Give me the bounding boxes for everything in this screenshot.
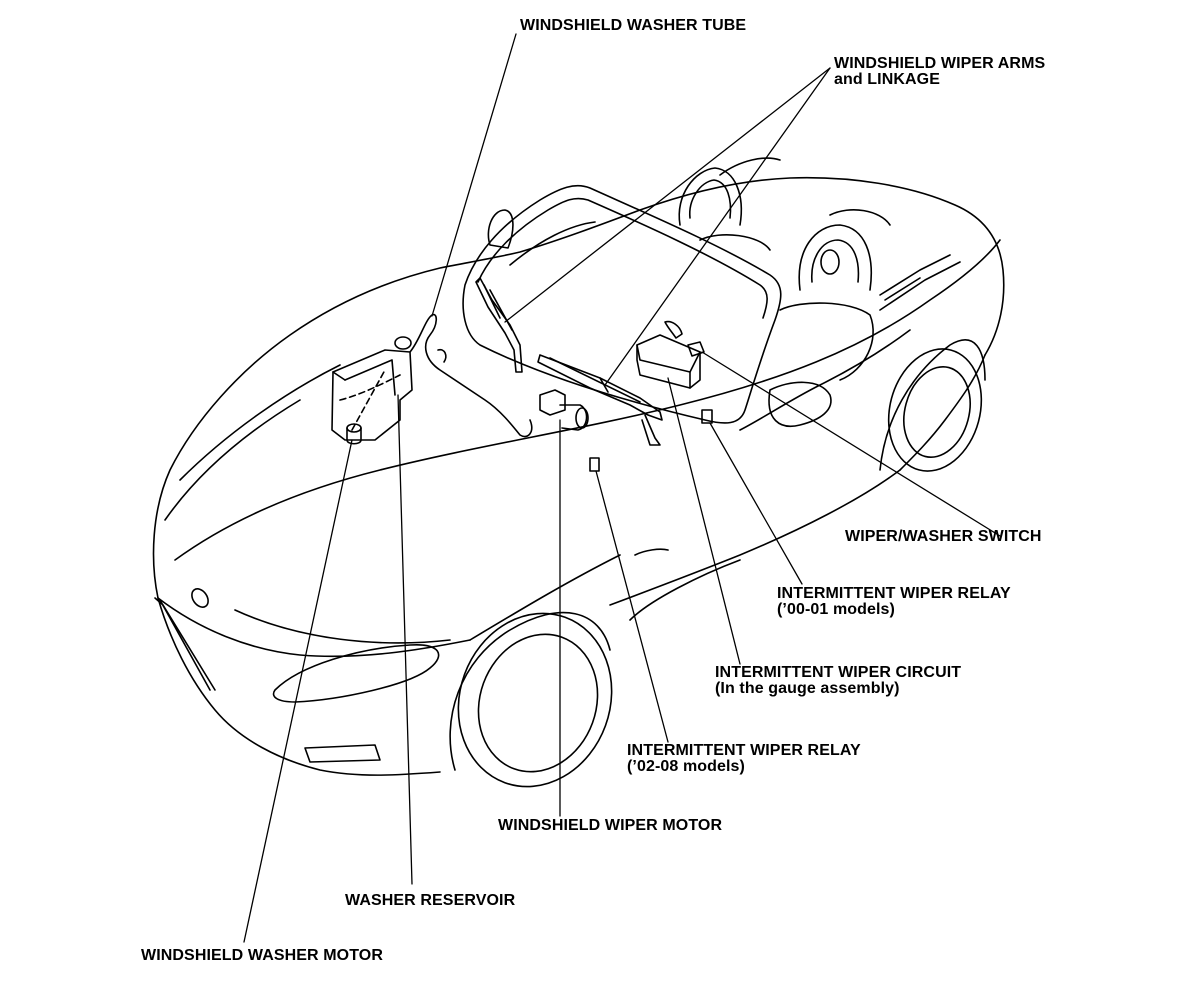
label-wiper-arms-line1: WINDSHIELD WIPER ARMS [834, 55, 1046, 72]
washer-motor [346, 423, 362, 445]
side-mirror [487, 209, 514, 249]
label-washer-reservoir: WASHER RESERVOIR [345, 892, 516, 909]
front-wheel [449, 611, 613, 788]
relay-late [589, 457, 600, 472]
label-windshield-washer-tube: WINDSHIELD WASHER TUBE [520, 17, 747, 34]
headlight [272, 644, 440, 703]
seats [678, 157, 961, 381]
car-body-outline [152, 176, 1005, 776]
label-circuit-line1: INTERMITTENT WIPER CIRCUIT [715, 664, 962, 681]
label-windshield-wiper-arms: WINDSHIELD WIPER ARMS and LINKAGE [834, 56, 1045, 88]
leader-lines [243, 33, 1001, 943]
windshield [462, 184, 782, 424]
washer-reservoir [331, 336, 413, 441]
label-windshield-wiper-motor: WINDSHIELD WIPER MOTOR [498, 817, 723, 834]
label-wiper-arms-line2: and LINKAGE [834, 71, 940, 88]
label-wiper-washer-switch: WIPER/WASHER SWITCH [845, 528, 1042, 545]
gauge-assembly [636, 334, 701, 389]
label-intermittent-wiper-circuit: INTERMITTENT WIPER CIRCUIT (In the gauge… [715, 665, 961, 697]
label-intermittent-wiper-relay-late: INTERMITTENT WIPER RELAY (’02-08 models) [627, 743, 861, 775]
label-circuit-line2: (In the gauge assembly) [715, 680, 900, 697]
label-relay-early-line1: INTERMITTENT WIPER RELAY [777, 585, 1011, 602]
label-windshield-washer-motor: WINDSHIELD WASHER MOTOR [141, 947, 384, 964]
label-relay-early-line2: (’00-01 models) [777, 601, 895, 618]
label-relay-late-line2: (’02-08 models) [627, 758, 745, 775]
relay-early [701, 409, 713, 424]
wiper-arms [475, 277, 663, 446]
label-relay-late-line1: INTERMITTENT WIPER RELAY [627, 742, 861, 759]
wiper-motor [539, 389, 589, 431]
rear-wheel [879, 339, 986, 472]
label-intermittent-wiper-relay-early: INTERMITTENT WIPER RELAY (’00-01 models) [777, 586, 1011, 618]
wiper-washer-switch [664, 320, 705, 357]
door-lines [629, 329, 911, 621]
